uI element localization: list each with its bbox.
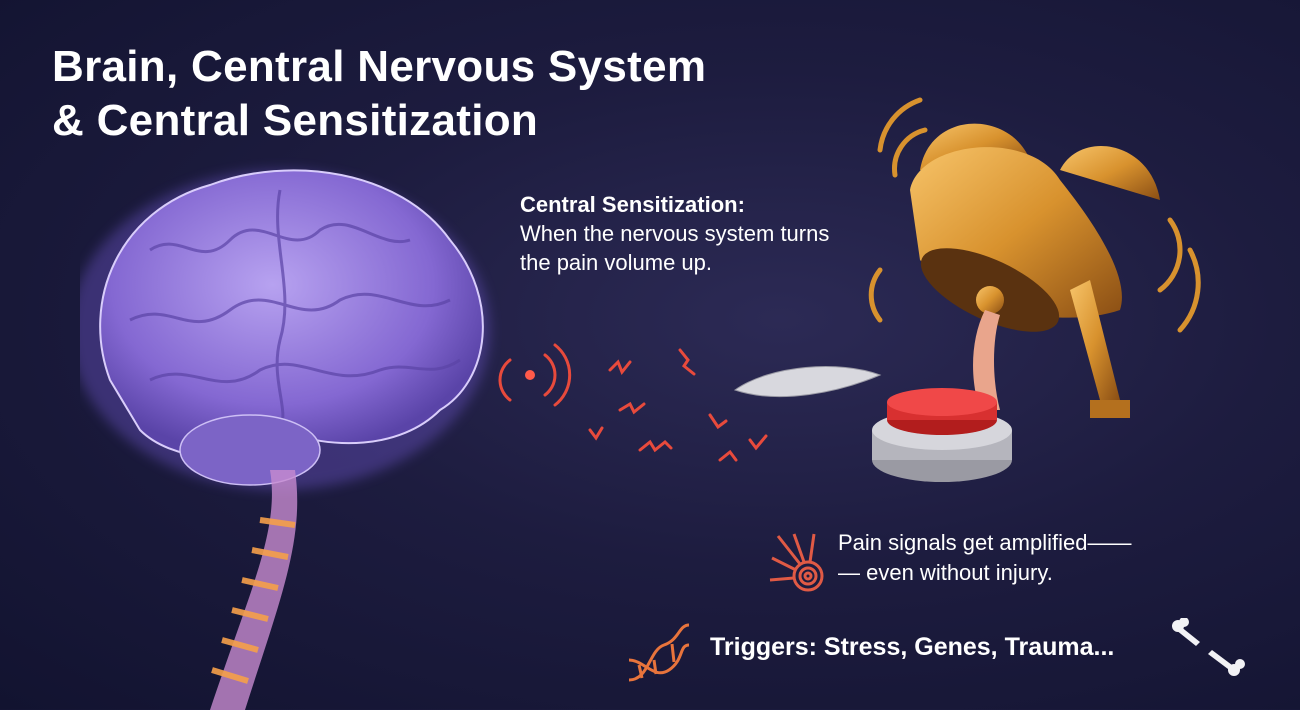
dna-icon bbox=[628, 623, 690, 682]
radiating-target-icon bbox=[769, 533, 824, 592]
callout-line-1: When the nervous system turns bbox=[520, 221, 830, 246]
brain-illustration bbox=[80, 169, 490, 710]
amplified-line-1: Pain signals get amplified—— bbox=[838, 530, 1132, 555]
amplified-line-2: — even without injury. bbox=[838, 560, 1053, 585]
page-title: Brain, Central Nervous System & Central … bbox=[52, 40, 706, 148]
broken-bone-icon bbox=[1172, 618, 1245, 676]
triggers-text: Triggers: Stress, Genes, Trauma... bbox=[710, 633, 1115, 661]
alarm-bell-illustration bbox=[733, 97, 1201, 482]
callout-heading: Central Sensitization: bbox=[520, 192, 745, 217]
central-sensitization-callout: Central Sensitization: When the nervous … bbox=[520, 190, 829, 277]
pain-signal-waves bbox=[498, 343, 768, 462]
feather-icon bbox=[733, 366, 882, 398]
title-line-2: & Central Sensitization bbox=[52, 96, 539, 145]
callout-line-2: the pain volume up. bbox=[520, 250, 713, 275]
title-line-1: Brain, Central Nervous System bbox=[52, 42, 707, 91]
